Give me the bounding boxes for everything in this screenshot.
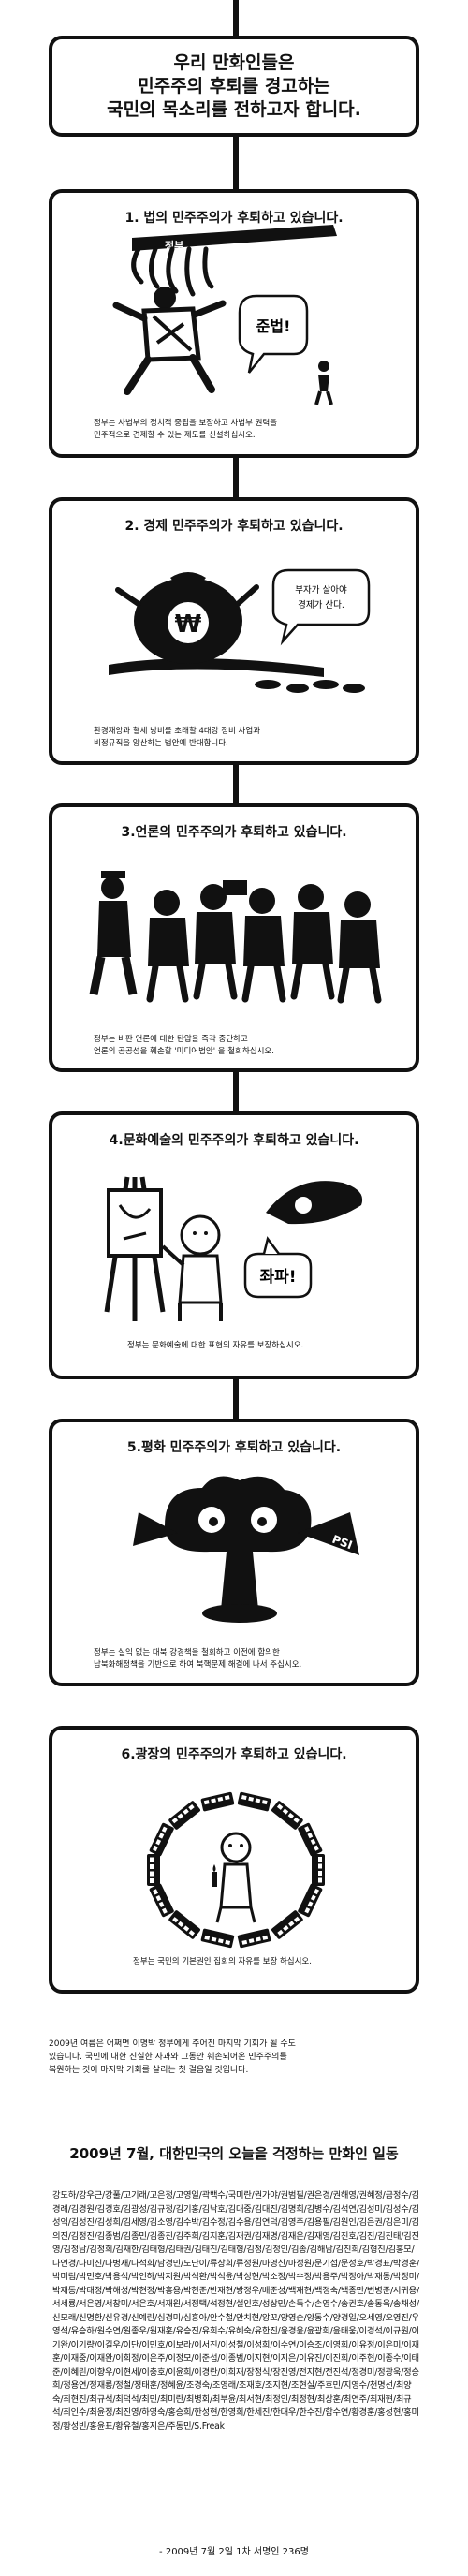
header-line-1: 우리 만화인들은 [173,52,295,73]
bus-icon [298,1883,323,1918]
caption-line: 정부는 문화예술에 대한 표현의 자유를 보장하십시오. [127,1341,304,1350]
bus-icon [147,1854,160,1886]
bus-icon [200,1791,235,1812]
closing-line: 있습니다. 국민에 대한 진실한 사과와 그동안 훼손되어온 민주주의를 [49,2053,287,2062]
fallen-figures [255,680,365,693]
government-label: 정부 [165,239,183,252]
panel-title: 3.언론의 민주주의가 후퇴하고 있습니다. [121,825,347,840]
person-with-candle [212,1832,256,1923]
economy-illustration: ₩ 부자가 살아야 경제가 산다. [109,568,371,693]
speech-bubble-text: 준법! [256,317,291,335]
caption-line: 비정규직을 양산하는 법안에 반대합니다. [94,739,228,748]
caption-line: 정부는 사법부의 정치적 중립을 보장하고 사법부 권력을 [94,419,278,428]
panel-title: 2. 경제 민주주의가 후퇴하고 있습니다. [124,519,344,534]
bus-icon [271,1801,303,1830]
reporter-figures [148,880,380,968]
caption-line: 정부는 국민의 기본권인 집회의 자유를 보장 하십시오. [133,1957,312,1966]
signatory-names: 강도하/강우근/강풀/고기래/고은정/고영일/곽백수/국미란/권가야/권범필/권… [52,2190,419,2432]
caption-line: 민주적으로 견제할 수 있는 제도를 신설하십시오. [94,431,256,440]
left-beam [133,1512,178,1546]
panel-peace: 5.평화 민주주의가 후퇴하고 있습니다. PSI 정부는 실익 없는 대북 강… [49,1419,419,1686]
panel-law: 1. 법의 민주주의가 후퇴하고 있습니다. 정부 준법! 정부는 사법부의 정… [49,189,419,458]
psi-beam [298,1512,359,1555]
police-figure [89,871,138,995]
easel-icon [104,1176,166,1321]
header-box: 우리 만화인들은 민주주의 후퇴를 경고하는 국민의 목소리를 전하고자 합니다… [49,36,419,137]
bus-icon [237,1928,271,1949]
bus-ring [147,1791,325,1949]
panel-caption: 정부는 사법부의 정치적 중립을 보장하고 사법부 권력을 민주적으로 견제할 … [94,418,388,442]
closing-line: 복원하는 것이 마지막 기회를 살리는 첫 걸음일 것입니다. [49,2066,249,2075]
panel-title: 5.평화 민주주의가 후퇴하고 있습니다. [126,1440,342,1455]
pointing-finger-icon [266,1181,363,1225]
panel-title: 1. 법의 민주주의가 후퇴하고 있습니다. [124,211,344,226]
closing-statement: 2009년 여름은 어쩌면 이명박 정부에게 주어진 마지막 기회가 될 수도 … [49,2038,423,2077]
panel-caption: 환경재앙과 혈세 낭비를 초래할 4대강 정비 사업과 비정규직을 양산하는 법… [94,726,388,750]
bus-icon [168,1910,200,1939]
speech-bubble [271,568,371,646]
culture-illustration: 좌파! [104,1176,363,1321]
bus-icon [312,1854,325,1886]
signature-title: 2009년 7월, 대한민국의 오늘을 걱정하는 만화인 일동 [69,2145,399,2162]
panel-caption: 정부는 실익 없는 대북 강경책을 철회하고 이전에 합의한 남북화해정책을 기… [94,1647,388,1671]
law-illustration: 정부 준법! [112,225,337,405]
header-line-3: 국민의 목소리를 전하고자 합니다. [107,98,361,120]
square-illustration [147,1791,325,1949]
bus-icon [149,1883,174,1918]
footer-note: - 2009년 7월 2일 1차 서명인 236명 [159,2547,309,2557]
panel-caption: 정부는 비판 언론에 대한 탄압을 즉각 중단하고 언론의 공공성을 훼손할 '… [94,1034,388,1058]
speech-bubble-text-1: 부자가 살아야 [295,585,347,596]
connector-line [233,0,239,1545]
caption-line: 정부는 비판 언론에 대한 탄압을 즉각 중단하고 [94,1035,248,1044]
panel-caption: 정부는 문화예술에 대한 표현의 자유를 보장하십시오. [127,1340,388,1352]
speech-bubble-text-2: 경제가 산다. [298,599,344,611]
caption-line: 정부는 실익 없는 대북 강경책을 철회하고 이전에 합의한 [94,1648,280,1657]
caption-line: 남북화해정책을 기반으로 하여 북핵문제 해결에 나서 주십시오. [94,1660,302,1670]
caption-line: 언론의 공공성을 훼손할 '미디어법안' 을 철회하십시오. [94,1047,274,1056]
speech-bubble [243,1252,313,1299]
bus-icon [271,1910,303,1939]
panel-economy: 2. 경제 민주주의가 후퇴하고 있습니다. ₩ 부자가 살아야 경제가 산다.… [49,497,419,765]
speech-bubble [238,294,309,374]
candle-icon [212,1872,217,1887]
panel-title: 4.문화예술의 민주주의가 후퇴하고 있습니다. [109,1133,359,1148]
panel-square: 6.광장의 민주주의가 후퇴하고 있습니다. 정부는 국민의 기본권인 집회의 … [49,1726,419,1994]
bus-icon [237,1791,271,1812]
peace-illustration: PSI [133,1476,359,1623]
panel-press: 3.언론의 민주주의가 후퇴하고 있습니다. 정부는 비판 언론에 대한 탄압을… [49,803,419,1072]
won-symbol: ₩ [175,611,202,639]
speech-bubble-text: 좌파! [259,1268,296,1287]
bus-icon [298,1822,323,1857]
panel-culture: 4.문화예술의 민주주의가 후퇴하고 있습니다. 좌파! 정부는 문화예술에 대… [49,1111,419,1379]
caption-line: 환경재앙과 혈세 낭비를 초래할 4대강 정비 사업과 [94,727,261,736]
mushroom-cloud [165,1476,312,1553]
header-line-2: 민주주의 후퇴를 경고하는 [138,75,330,96]
small-citizen-figure [314,361,333,405]
panel-caption: 정부는 국민의 기본권인 집회의 자유를 보장 하십시오. [133,1956,388,1968]
bus-icon [200,1928,235,1949]
bus-icon [168,1801,200,1830]
panel-title: 6.광장의 민주주의가 후퇴하고 있습니다. [121,1747,347,1762]
artist-figure [161,1214,223,1321]
puppet-judge-figure [112,287,227,395]
press-illustration [89,871,382,1004]
bus-icon [149,1822,174,1857]
closing-line: 2009년 여름은 어쩌면 이명박 정부에게 주어진 마지막 기회가 될 수도 [49,2039,296,2049]
